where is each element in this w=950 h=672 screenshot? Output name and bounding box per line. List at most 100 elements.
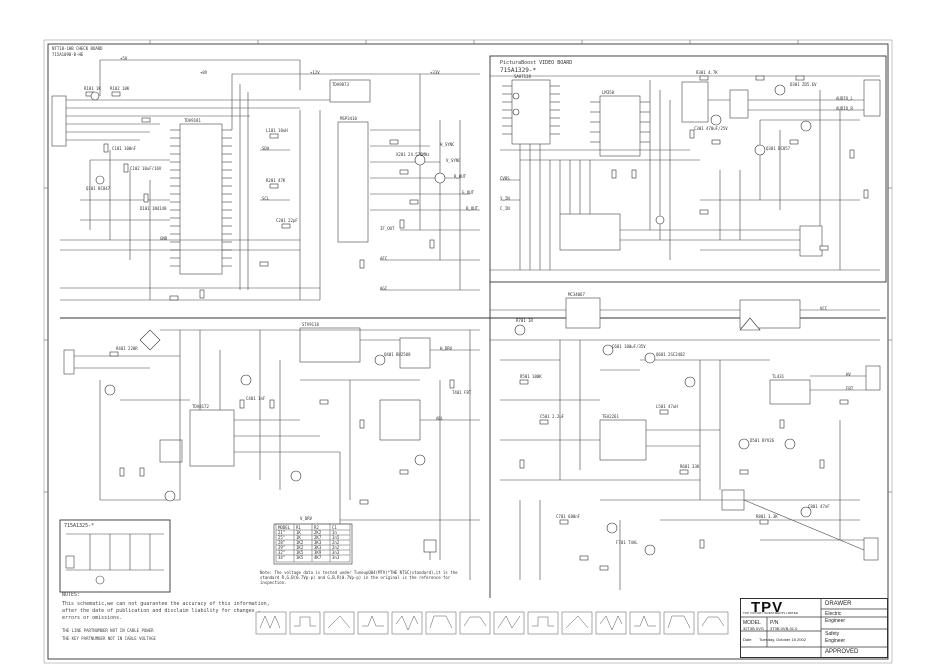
component-label: R801 3.3K [756, 514, 778, 519]
component-label: C501 2.2uF [540, 414, 565, 419]
ic-label: STV9118 [302, 322, 319, 327]
component-label: F701 T4AL [616, 540, 638, 545]
tuner-components [85, 91, 446, 301]
table-cell: 1K5 [296, 555, 304, 560]
tpv-logo: TPV [751, 599, 784, 616]
power-section [490, 297, 881, 590]
component-label: Q401 BU2508 [384, 352, 411, 357]
table-cell: 2n2 [332, 540, 340, 545]
drawer-label: DRAWER [825, 601, 852, 607]
component-label: C102 10uF/16V [130, 166, 162, 171]
component-label: Q101 BC847 [86, 186, 111, 191]
company-name: TOP VICTORY INVESTMENTS LIMITED [743, 611, 798, 615]
video-section [490, 75, 881, 271]
table-header-cell: R2 [314, 525, 319, 530]
table-cell: 25" [278, 535, 286, 540]
table-cell: 1K2 [296, 540, 304, 545]
notes-line: THE LINE PARTNUMBER NOT IN CABLE POWER [62, 628, 154, 633]
table-cell: 32" [278, 550, 286, 555]
component-label: C801 47nF [808, 504, 830, 509]
approved-label: APPROVED [825, 649, 859, 655]
component-label: C301 470uF/25V [694, 126, 728, 131]
net-label: GND [160, 236, 168, 241]
video-board-part: 715A1329-* [500, 67, 537, 74]
net-label: SDA [262, 146, 270, 151]
deflection-section [63, 327, 480, 580]
table-cell: 2K7 [314, 535, 322, 540]
component-label: C401 1nF [246, 396, 266, 401]
video-components [512, 75, 869, 251]
sub-board-part: 715A1325-* [64, 523, 95, 529]
engineer-label: Engineer [825, 618, 846, 624]
power-components [514, 317, 849, 571]
net-label: HV [846, 372, 851, 377]
model-value: 32T3B 0VG [743, 626, 764, 631]
component-label: L501 47uH [656, 404, 678, 409]
pn-label: P/N [770, 620, 779, 626]
component-label: R201 47K [266, 178, 286, 183]
table-cell: 1n [332, 530, 337, 535]
component-label: R101 1K [84, 86, 101, 91]
date-label: Date [743, 637, 752, 642]
net-label: IF_OUT [380, 226, 395, 231]
table-cell: 2n2 [332, 545, 340, 550]
component-label: T401 FBT [452, 390, 472, 395]
voltage-note: Note: The voltage data is tested under T… [260, 570, 458, 585]
tuner-board-part: 715A1098-B-HE [52, 52, 84, 57]
net-label: V_SYNC [446, 158, 461, 163]
net-label: +33V [430, 70, 440, 75]
component-label: C601 100uF/35V [612, 344, 646, 349]
title-block: TPV TOP VICTORY INVESTMENTS LIMITED MODE… [740, 598, 888, 658]
net-label: FBT [846, 386, 854, 391]
electric-label: Electric [825, 611, 842, 617]
component-label: D501 BYV26 [750, 438, 775, 443]
notes-line: errors or omissions. [62, 615, 123, 621]
component-label: C101 100nF [112, 146, 137, 151]
video-board-border [489, 55, 887, 283]
title-block-grid [741, 599, 887, 657]
pn-value: 3T3B 0VB-01.0 [770, 626, 798, 631]
table-cell: 29" [278, 545, 286, 550]
date-value: Tuesday, October 15 2002 [759, 637, 806, 642]
table-header-cell: C1 [332, 525, 337, 530]
table-cell: 3K9 [314, 550, 322, 555]
net-label: ABL [436, 416, 444, 421]
table-cell: 1n5 [332, 535, 340, 540]
ic-label: SAA7118 [514, 74, 531, 79]
table-cell: 1K5 [296, 550, 304, 555]
table-cell: 3K3 [314, 540, 322, 545]
net-label: AFC [380, 256, 388, 261]
net-label: G_OUT [462, 190, 475, 195]
ic-label: TEA2261 [602, 414, 619, 419]
ic-label: LM358 [602, 90, 615, 95]
net-label: CVBS [500, 176, 510, 181]
net-label: C_IN [500, 206, 510, 211]
net-label: +5V [120, 56, 128, 61]
engineer2-label: Engineer [825, 638, 846, 644]
net-label: AUDIO_L [836, 96, 853, 101]
net-label: AGC [380, 286, 388, 291]
notes-heading: NOTES: [62, 592, 81, 598]
net-label: VCC [820, 306, 828, 311]
ic-label: TL431 [772, 374, 785, 379]
notes-line: THE KEY PARTNUMBER NOT IN CABLE VOLTAGE [62, 636, 156, 641]
notes-line: after the date of publication and discla… [62, 608, 261, 614]
net-label: R_OUT [454, 174, 467, 179]
component-label: Q301 BC857 [766, 146, 791, 151]
sub-board-circuit [65, 533, 164, 585]
table-cell: 1K [296, 535, 301, 540]
notes-line: This schematic,we can not guarantee the … [62, 601, 270, 607]
sheet-frame [47, 43, 889, 660]
table-cell: 4K7 [314, 555, 322, 560]
ic-label: TDA8172 [192, 404, 209, 409]
table-cell: 28" [278, 540, 286, 545]
net-label: H_DRV [440, 346, 453, 351]
component-label: R701 1R [516, 318, 533, 323]
table-cell: 3K3 [314, 545, 322, 550]
table-cell: 3n3 [332, 550, 340, 555]
net-label: AUDIO_R [836, 106, 853, 111]
component-label: Q601 2SC2482 [656, 352, 685, 357]
table-header-cell: MODEL [278, 525, 291, 530]
table-header-cell: R1 [296, 525, 301, 530]
component-label: D101 1N4148 [140, 206, 167, 211]
